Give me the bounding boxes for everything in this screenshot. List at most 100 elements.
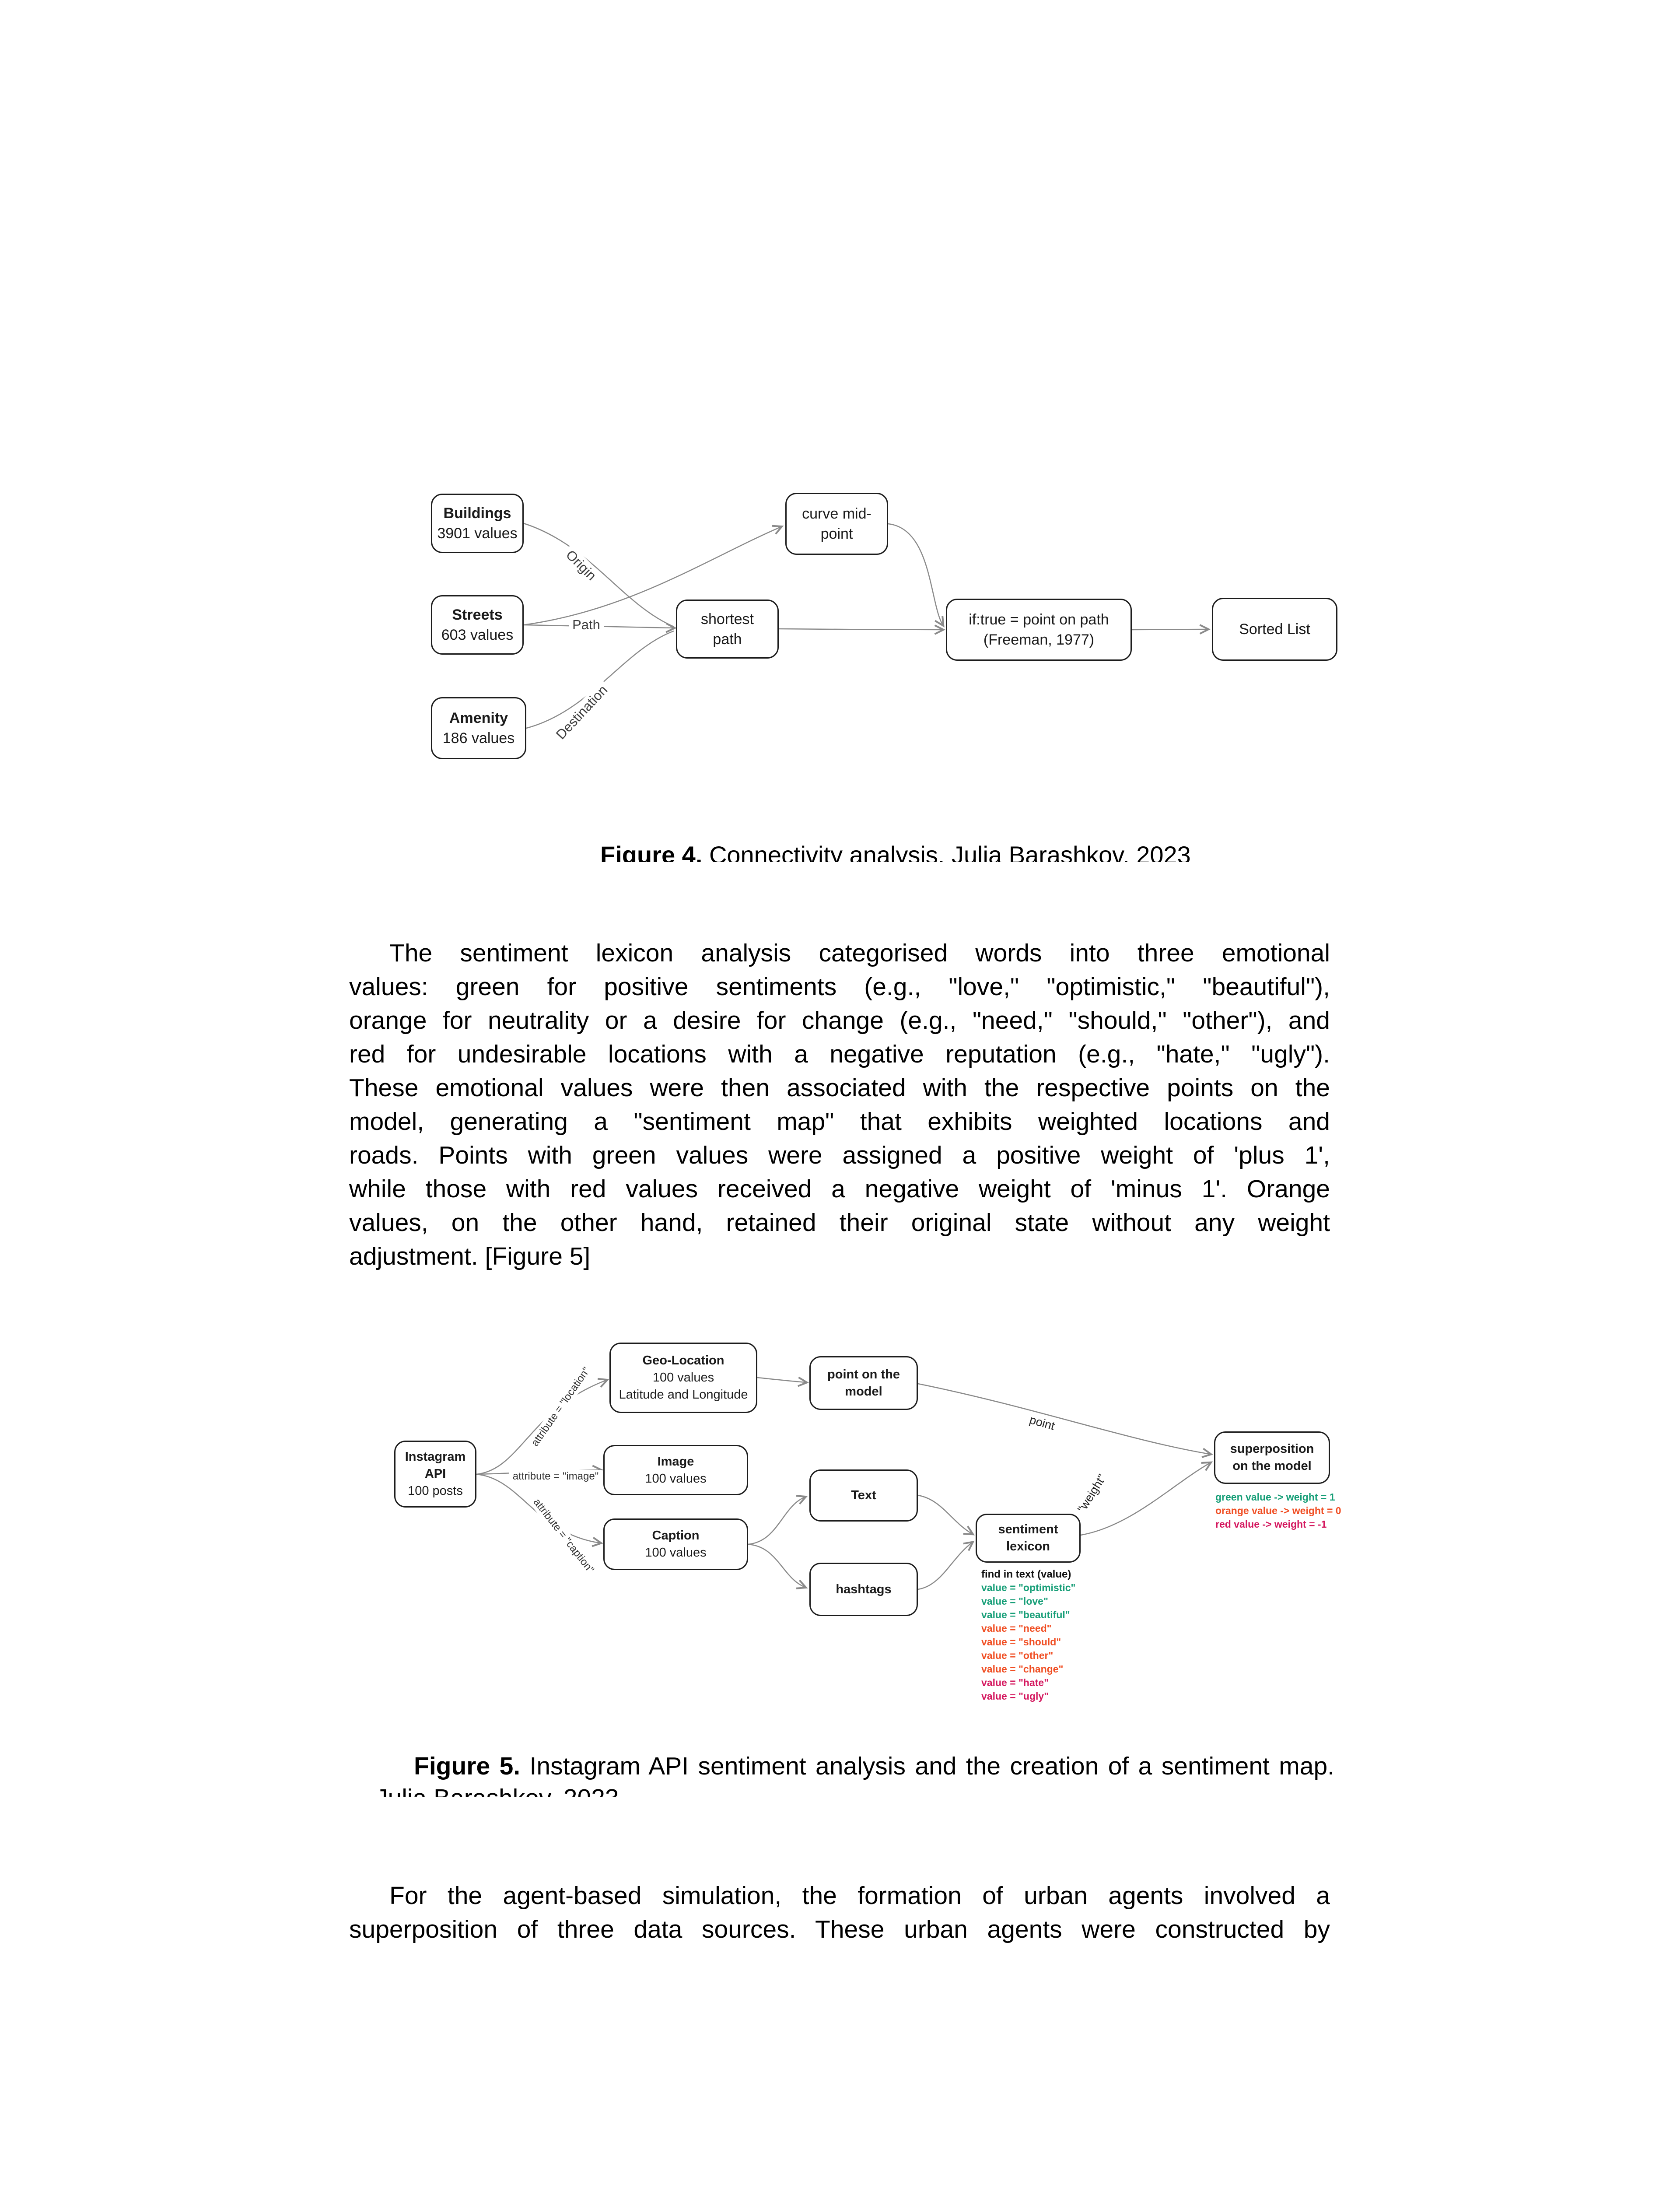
node-instagram-api: Instagram API 100 posts	[394, 1441, 476, 1508]
edge-geolocation-pointonmodel	[757, 1376, 809, 1387]
node-image-title: Image	[657, 1454, 694, 1469]
edge-buildings-shortestpath	[523, 522, 674, 628]
node-sorted-list: Sorted List	[1212, 598, 1337, 661]
node-text: Text	[809, 1469, 918, 1522]
node-if-true-line1: if:true = point on path	[969, 611, 1109, 628]
node-shortest-path-line2: path	[713, 631, 742, 648]
node-streets-subtitle: 603 values	[441, 627, 514, 643]
node-superposition: superposition on the model	[1214, 1431, 1330, 1484]
weight-rule: orange value -> weight = 0	[1215, 1505, 1341, 1516]
paragraph1-line: roads. Points with green values were ass…	[349, 1141, 1330, 1169]
node-amenity-title: Amenity	[449, 710, 508, 726]
node-streets-title: Streets	[452, 607, 503, 623]
node-point-on-model-line1: point on the	[827, 1367, 900, 1382]
node-instagram-line1: Instagram	[405, 1450, 466, 1464]
node-hashtags: hashtags	[809, 1563, 918, 1616]
node-geo-sub1: 100 values	[652, 1371, 714, 1385]
node-point-on-model: point on the model	[809, 1356, 918, 1410]
node-image: Image 100 values	[603, 1445, 748, 1495]
edge-lexicon-superposition	[1080, 1461, 1213, 1536]
edge-streets-curvemidpoint	[523, 525, 784, 626]
edge-hashtags-lexicon	[917, 1540, 975, 1590]
node-buildings-subtitle: 3901 values	[437, 525, 518, 542]
figure4-edges	[523, 522, 1211, 729]
node-text-title: Text	[851, 1488, 876, 1502]
node-hashtags-title: hashtags	[836, 1582, 892, 1596]
node-shortest-path-line1: shortest	[701, 610, 754, 628]
edge-text-lexicon	[917, 1494, 975, 1536]
paragraph1-line: adjustment. [Figure 5]	[349, 1242, 591, 1270]
body-paragraph-2: For the agent-based simulation, the form…	[349, 1879, 1330, 1946]
figure5-caption-line1: Figure 5. Instagram API sentiment analys…	[375, 1750, 1334, 1782]
lexicon-value: value = "beautiful"	[981, 1609, 1070, 1620]
node-geo-title: Geo-Location	[642, 1353, 724, 1368]
figure5-caption-clip: Figure 5. Instagram API sentiment analys…	[375, 1750, 1334, 1797]
figure4-caption: Figure 4. Connectivity analysis. Julia B…	[600, 842, 1265, 862]
node-image-subtitle: 100 values	[645, 1471, 707, 1486]
figure4-caption-text: Connectivity analysis. Julia Barashkov, …	[702, 842, 1191, 862]
lexicon-value: value = "hate"	[981, 1677, 1049, 1688]
lexicon-value: value = "should"	[981, 1636, 1061, 1648]
paragraph1-line: while those with red values received a n…	[349, 1175, 1330, 1203]
paragraph1-line: These emotional values were then associa…	[349, 1074, 1330, 1102]
node-amenity-subtitle: 186 values	[442, 730, 515, 747]
lexicon-value: value = "ugly"	[981, 1690, 1049, 1702]
edge-iftrue-sortedlist	[1131, 624, 1211, 635]
edge-shortestpath-iftrue	[778, 624, 945, 635]
paragraph1-line: red for undesirable locations with a neg…	[349, 1040, 1330, 1068]
node-superposition-line2: on the model	[1232, 1459, 1312, 1473]
weight-rule: green value -> weight = 1	[1215, 1491, 1335, 1503]
paragraph2-line: For the agent-based simulation, the form…	[389, 1882, 1330, 1910]
weight-rule: red value -> weight = -1	[1215, 1518, 1327, 1530]
paragraph1-line: values, on the other hand, retained thei…	[349, 1209, 1330, 1237]
edge-pointonmodel-superposition	[917, 1383, 1213, 1458]
lexicon-list-header: find in text (value)	[981, 1568, 1071, 1580]
node-caption: Caption 100 values	[603, 1518, 748, 1570]
node-streets: Streets 603 values	[431, 595, 524, 655]
figure5-edges	[476, 1376, 1213, 1590]
edge-caption-hashtags	[748, 1543, 808, 1589]
node-curve-midpoint-line2: point	[820, 526, 853, 542]
node-lexicon-line2: lexicon	[1006, 1539, 1050, 1553]
edge-caption-text	[748, 1495, 808, 1545]
node-caption-title: Caption	[652, 1529, 700, 1543]
edge-amenity-shortestpath	[526, 630, 674, 729]
node-buildings: Buildings 3901 values	[431, 494, 524, 553]
figure5-caption: Figure 5. Instagram API sentiment analys…	[375, 1750, 1334, 1797]
paragraph1-line: values: green for positive sentiments (e…	[349, 973, 1330, 1001]
paragraph1-line: The sentiment lexicon analysis categoris…	[389, 939, 1330, 967]
node-sorted-list-title: Sorted List	[1239, 621, 1310, 638]
figure5-caption-text: Instagram API sentiment analysis and the…	[520, 1752, 1334, 1780]
edge-instagram-caption	[476, 1473, 603, 1547]
edge-label-attribute-image: attribute = "image"	[509, 1470, 602, 1483]
paragraph1-line: orange for neutrality or a desire for ch…	[349, 1006, 1330, 1034]
body-paragraph-1: The sentiment lexicon analysis categoris…	[349, 936, 1330, 1273]
lexicon-value: value = "need"	[981, 1623, 1052, 1634]
node-if-true-line2: (Freeman, 1977)	[983, 631, 1095, 648]
lexicon-value: value = "love"	[981, 1595, 1048, 1607]
node-curve-midpoint: curve mid- point	[785, 493, 888, 555]
weight-rule-list: green value -> weight = 1 orange value -…	[1215, 1490, 1341, 1531]
lexicon-value: value = "optimistic"	[981, 1582, 1076, 1593]
node-buildings-title: Buildings	[443, 505, 511, 522]
lexicon-value: value = "other"	[981, 1650, 1054, 1661]
figure4-caption-label: Figure 4.	[600, 842, 703, 862]
figure4-caption-clip: Figure 4. Connectivity analysis. Julia B…	[600, 842, 1265, 862]
lexicon-value: value = "change"	[981, 1663, 1064, 1675]
edge-label-path: Path	[569, 617, 604, 633]
node-geo-location: Geo-Location 100 values Latitude and Lon…	[609, 1343, 757, 1413]
paragraph2-line: superposition of three data sources. The…	[349, 1915, 1330, 1943]
node-sentiment-lexicon: sentiment lexicon	[976, 1514, 1081, 1563]
edge-instagram-geolocation	[476, 1378, 609, 1475]
node-shortest-path: shortest path	[676, 600, 779, 659]
node-geo-sub2: Latitude and Longitude	[619, 1388, 748, 1402]
figure5-caption-line2: Julia Barashkov, 2023	[375, 1782, 1334, 1797]
node-point-on-model-line2: model	[845, 1384, 882, 1399]
node-caption-subtitle: 100 values	[645, 1546, 707, 1560]
paragraph1-line: model, generating a "sentiment map" that…	[349, 1108, 1330, 1136]
node-superposition-line1: superposition	[1230, 1442, 1314, 1456]
node-instagram-subtitle: 100 posts	[408, 1484, 463, 1498]
figure5-caption-label: Figure 5.	[414, 1752, 521, 1780]
node-curve-midpoint-line1: curve mid-	[802, 505, 872, 522]
